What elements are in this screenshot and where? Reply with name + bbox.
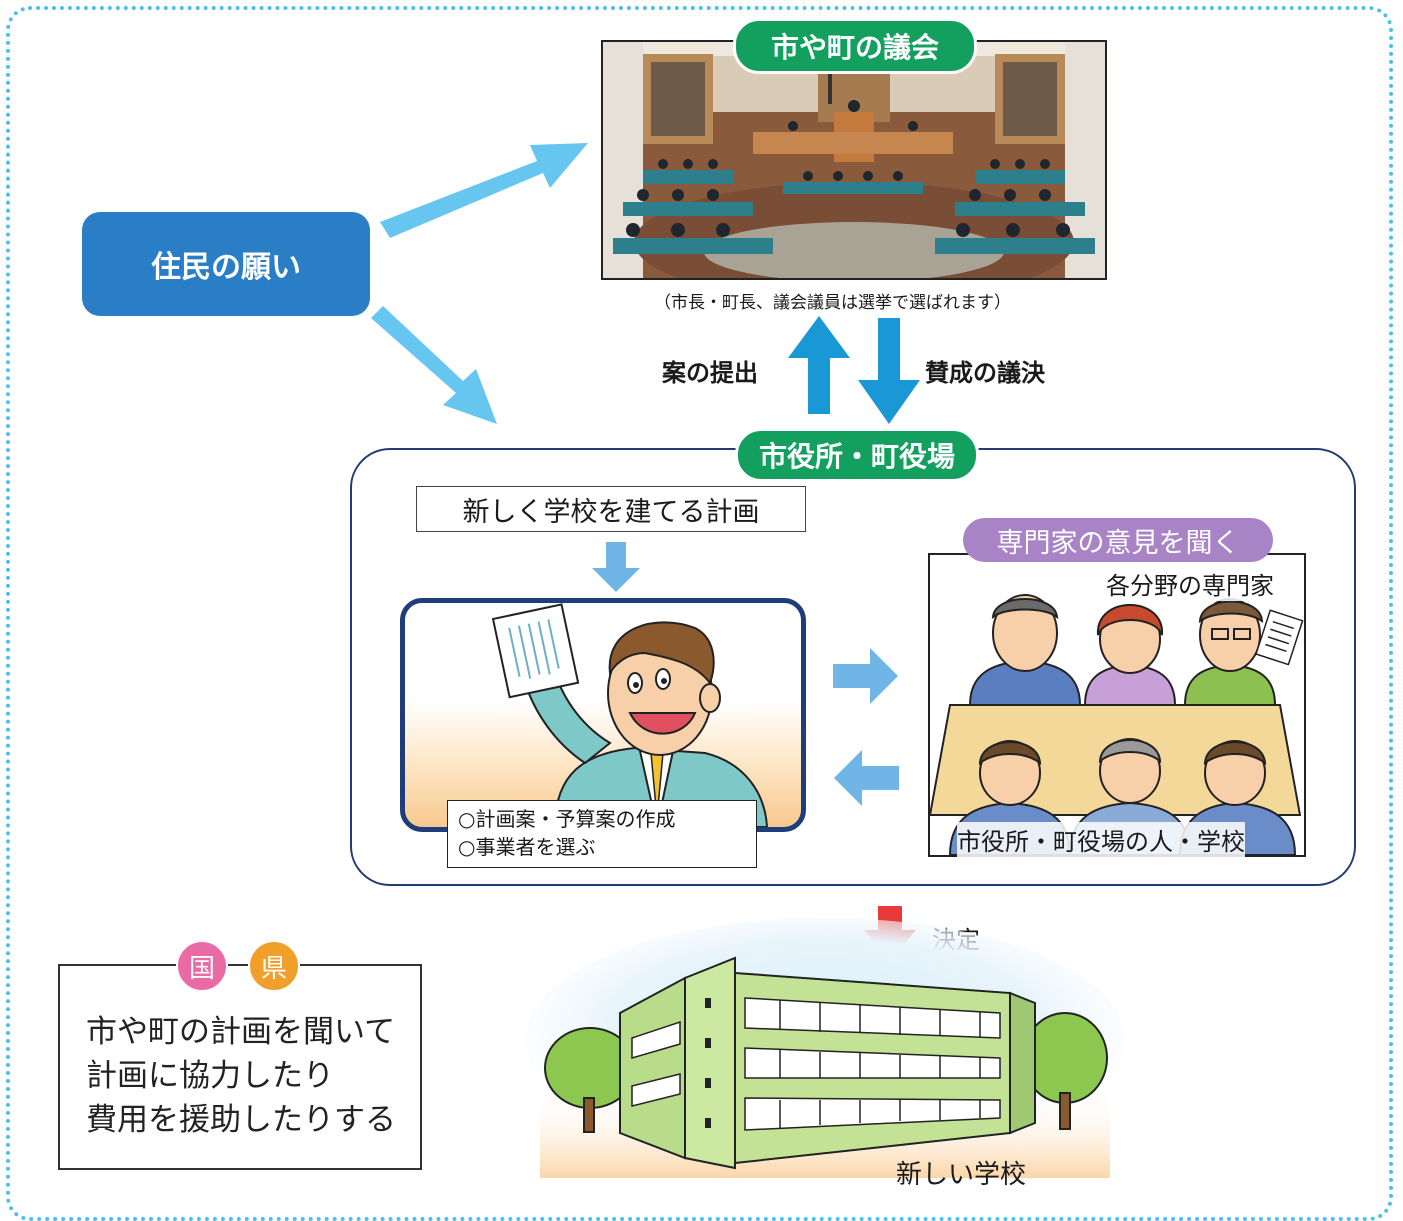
arrow-to-office <box>371 306 497 424</box>
state-line-2: 計画に協力したり <box>86 1058 334 1094</box>
experts-top-label: 各分野の専門家 <box>1106 566 1274 601</box>
badge-prefecture: 県 <box>248 940 300 992</box>
officer-panel <box>400 598 806 832</box>
arrow-plan-down <box>592 542 640 592</box>
approve-label: 賛成の議決 <box>925 359 1045 387</box>
task-box: ○計画案・予算案の作成 ○事業者を選ぶ <box>447 800 757 868</box>
badge-country-label: 国 <box>188 953 215 984</box>
office-title-pill: 市役所・町役場 <box>735 428 979 482</box>
badge-prefecture-label: 県 <box>260 953 287 984</box>
office-title: 市役所・町役場 <box>758 440 955 473</box>
experts-bottom-label: 市役所・町役場の人・学校 <box>957 822 1245 857</box>
council-chamber-illustration <box>603 42 1105 278</box>
council-chamber-photo <box>601 40 1107 280</box>
experts-title: 専門家の意見を聞く <box>996 527 1240 559</box>
state-support-box <box>58 964 422 1170</box>
task-item-select-contractor: ○事業者を選ぶ <box>458 835 596 859</box>
school-label: 新しい学校 <box>896 1160 1027 1190</box>
papers-icon <box>491 603 580 699</box>
experts-title-pill: 専門家の意見を聞く <box>963 518 1273 562</box>
plan-box: 新しく学校を建てる計画 <box>416 486 806 532</box>
school-illustration <box>525 918 1125 1178</box>
officer-illustration <box>491 603 769 827</box>
badge-country: 国 <box>176 940 228 992</box>
residents-wish-box: 住民の願い <box>82 212 370 316</box>
council-title: 市や町の議会 <box>770 31 939 64</box>
council-caption: （市長・町長、議会議員は選挙で選ばれます） <box>654 293 1011 313</box>
arrow-to-council <box>380 143 588 238</box>
state-support-text: 市や町の計画を聞いて 計画に協力したり 費用を援助したりする <box>86 1010 396 1142</box>
plan-label: 新しく学校を建てる計画 <box>462 496 760 528</box>
council-title-pill: 市や町の議会 <box>733 18 977 74</box>
state-line-3: 費用を援助したりする <box>86 1102 396 1138</box>
submit-label: 案の提出 <box>662 359 758 387</box>
task-item-plan-budget: ○計画案・予算案の作成 <box>458 807 676 831</box>
arrow-from-experts <box>834 750 899 806</box>
arrow-up-submit <box>788 316 850 414</box>
arrow-down-approve <box>858 318 920 424</box>
residents-wish-label: 住民の願い <box>151 250 301 285</box>
state-line-1: 市や町の計画を聞いて <box>86 1014 396 1050</box>
arrow-to-experts <box>833 648 898 704</box>
